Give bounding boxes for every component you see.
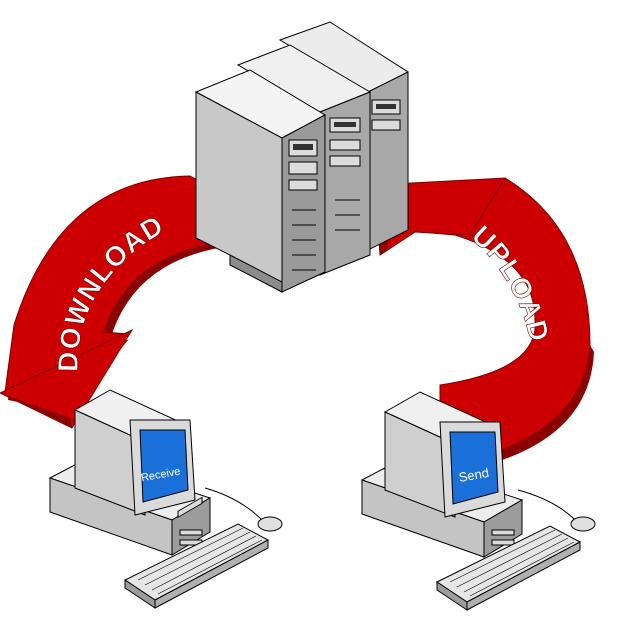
- mouse-icon-right: [517, 489, 596, 532]
- keyboard-icon-left: [124, 523, 270, 609]
- right-screen: [449, 431, 499, 505]
- desktop-computer-icon-right: Send: [360, 391, 524, 558]
- server-rack-icon: [194, 21, 410, 293]
- mouse-icon-left: [204, 487, 283, 532]
- right-screen-label: Send: [457, 465, 490, 485]
- desktop-computer-icon-left: Receive: [48, 389, 212, 556]
- left-screen: [139, 429, 189, 503]
- keyboard-icon-right: [436, 525, 582, 611]
